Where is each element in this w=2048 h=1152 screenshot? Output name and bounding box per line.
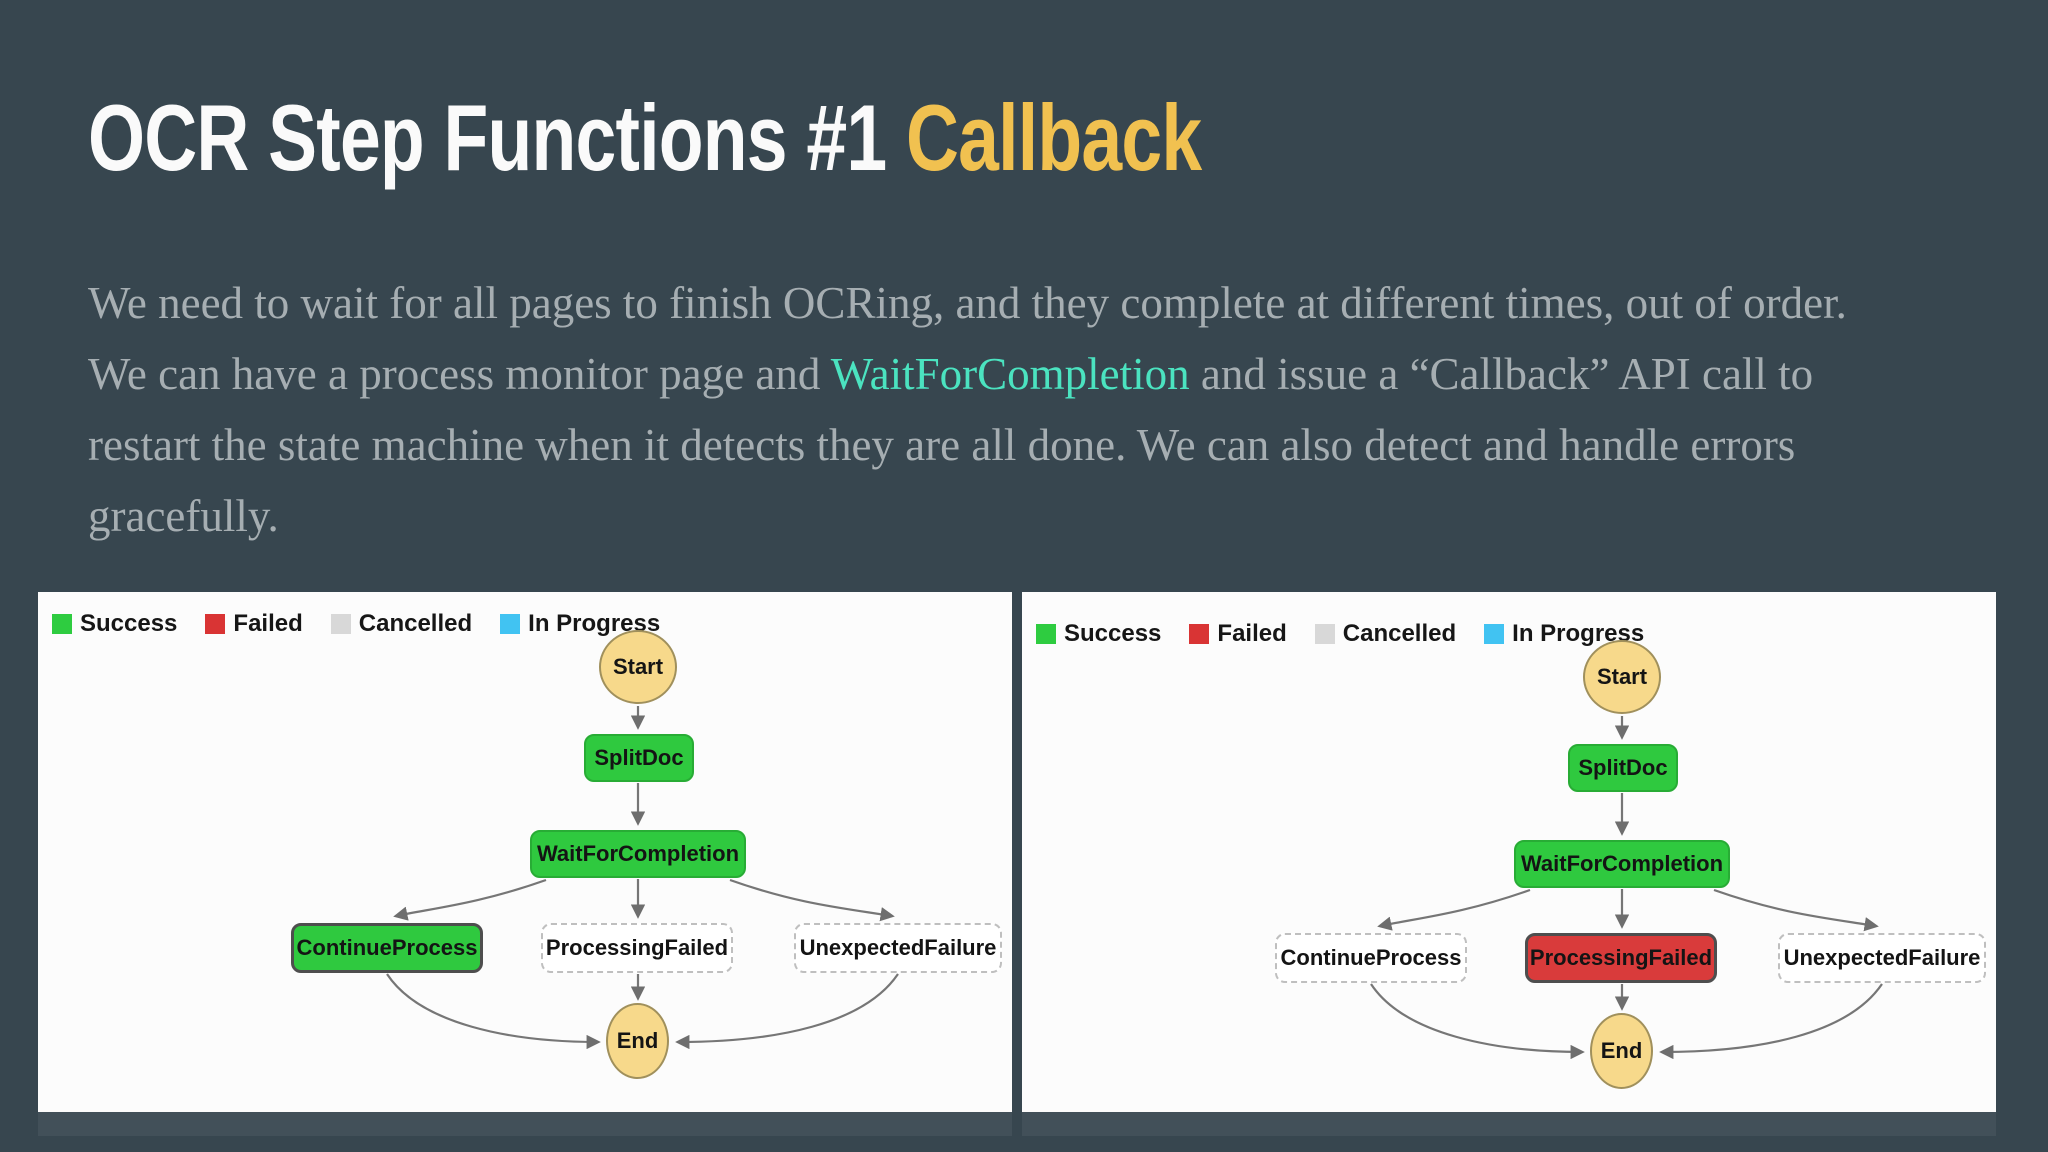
node-label: Start <box>612 654 664 679</box>
node-label: End <box>1600 1038 1643 1063</box>
node-start: Start <box>599 630 677 704</box>
legend-item-cancelled: Cancelled <box>1314 620 1457 648</box>
diagram-panel-success: Success Failed Cancelled In Progress <box>38 592 1012 1136</box>
legend-label: Failed <box>1217 620 1287 647</box>
diagram-failed-inner: Success Failed Cancelled In Progress <box>1022 602 1996 1122</box>
legend-label: Cancelled <box>1342 620 1457 647</box>
node-label: UnexpectedFailure <box>799 935 997 960</box>
node-label: ContinueProcess <box>296 935 478 960</box>
legend-item-success: Success <box>1036 620 1161 648</box>
node-continueprocess: ContinueProcess <box>1275 933 1467 983</box>
node-label: ContinueProcess <box>1280 945 1462 970</box>
flow-arrows <box>1370 716 1883 1060</box>
paragraph-part1: We need to wait for all pages to finish … <box>88 278 1847 399</box>
in-progress-swatch-icon <box>1484 624 1505 644</box>
node-label: UnexpectedFailure <box>1783 945 1981 970</box>
node-end: End <box>1590 1013 1653 1089</box>
success-swatch-icon <box>1036 624 1056 644</box>
body-paragraph: We need to wait for all pages to finish … <box>88 268 1898 552</box>
node-waitforcompletion: WaitForCompletion <box>530 830 746 878</box>
node-label: WaitForCompletion <box>1520 851 1724 876</box>
in-progress-swatch-icon <box>500 614 521 634</box>
node-label: End <box>616 1028 659 1053</box>
node-label: ProcessingFailed <box>1529 945 1713 970</box>
node-splitdoc: SplitDoc <box>584 734 694 782</box>
legend-item-success: Success <box>52 610 177 638</box>
cancelled-swatch-icon <box>1314 624 1335 644</box>
node-processingfailed: ProcessingFailed <box>1525 933 1717 983</box>
legend-label: Failed <box>233 610 303 637</box>
page-title: OCR Step Functions #1 Callback <box>88 84 1202 192</box>
node-label: SplitDoc <box>594 745 684 770</box>
flow-arrows <box>386 706 899 1050</box>
legend-label: Cancelled <box>358 610 473 637</box>
node-label: SplitDoc <box>1578 755 1668 780</box>
node-label: WaitForCompletion <box>536 841 740 866</box>
node-unexpectedfailure: UnexpectedFailure <box>1778 933 1986 983</box>
node-waitforcompletion: WaitForCompletion <box>1514 840 1730 888</box>
node-end: End <box>606 1003 669 1079</box>
diagram-panels: Success Failed Cancelled In Progress <box>38 592 1996 1136</box>
node-start: Start <box>1583 640 1661 714</box>
title-highlight: Callback <box>905 85 1202 190</box>
failed-swatch-icon <box>205 614 226 634</box>
success-swatch-icon <box>52 614 72 634</box>
diagram-success-inner: Success Failed Cancelled In Progress <box>38 592 1012 1112</box>
title-text: OCR Step Functions #1 <box>88 85 906 190</box>
node-splitdoc: SplitDoc <box>1568 744 1678 792</box>
node-label: Start <box>1596 664 1648 689</box>
legend-item-failed: Failed <box>205 610 303 638</box>
paragraph-link-waitforcompletion: WaitForCompletion <box>830 349 1190 399</box>
node-continueprocess: ContinueProcess <box>291 923 483 973</box>
node-unexpectedfailure: UnexpectedFailure <box>794 923 1002 973</box>
legend-item-cancelled: Cancelled <box>330 610 473 638</box>
node-processingfailed: ProcessingFailed <box>541 923 733 973</box>
legend-item-failed: Failed <box>1189 620 1287 648</box>
node-label: ProcessingFailed <box>545 935 729 960</box>
legend-label: Success <box>80 610 178 637</box>
legend-label: Success <box>1064 620 1162 647</box>
diagram-panel-failed: Success Failed Cancelled In Progress <box>1022 592 1996 1136</box>
failed-swatch-icon <box>1189 624 1210 644</box>
paragraph-part2: and issue a “Callback” API call to resta… <box>88 349 1814 541</box>
cancelled-swatch-icon <box>330 614 351 634</box>
